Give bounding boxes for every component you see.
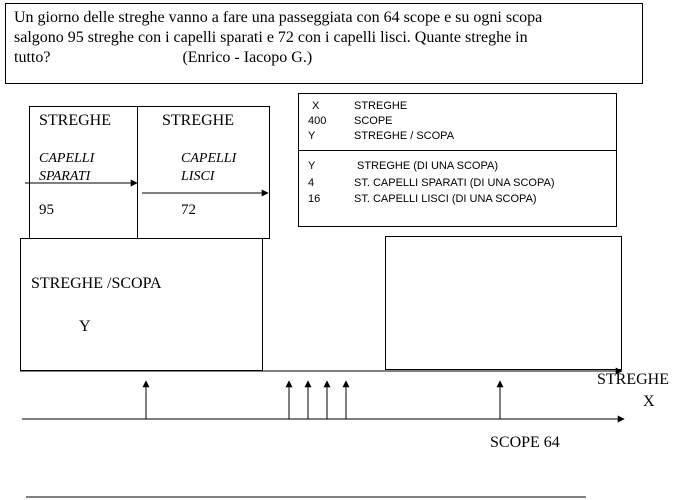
- streghe-scopa-label: STREGHE /SCOPA: [31, 275, 162, 292]
- problem-statement: Un giorno delle streghe vanno a fare una…: [5, 3, 643, 84]
- problem-line-3-text: tutto?: [14, 49, 51, 66]
- col1-sub-line1: CAPELLI: [39, 151, 95, 166]
- col2-sub-line2: LISCI: [181, 169, 215, 184]
- streghe-scopa-box: [20, 238, 263, 371]
- result-box: [385, 236, 622, 370]
- legend-divider: [298, 150, 617, 151]
- legend-top-desc: SCOPE: [354, 115, 393, 127]
- legend-bottom-desc: ST. CAPELLI LISCI (DI UNA SCOPA): [354, 193, 537, 205]
- legend-bottom-sym: 4: [308, 177, 315, 189]
- axis-scope-label: SCOPE 64: [490, 434, 560, 451]
- witches-table: [29, 106, 270, 239]
- col2-sub-line1: CAPELLI: [181, 151, 237, 166]
- axis-streghe-label: STREGHE: [597, 371, 669, 388]
- legend-bottom-desc: STREGHE (DI UNA SCOPA): [357, 160, 498, 172]
- legend-top-desc: STREGHE: [354, 100, 408, 112]
- col2-header: STREGHE: [162, 112, 234, 129]
- col2-value: 72: [181, 202, 196, 218]
- legend-bottom: Y STREGHE (DI UNA SCOPA) 4 ST. CAPELLI S…: [298, 159, 617, 209]
- col1-header: STREGHE: [39, 112, 111, 129]
- problem-authors: (Enrico - Iacopo G.): [182, 49, 313, 66]
- col1-value: 95: [39, 202, 54, 218]
- col1-sub-line2: SPARATI: [39, 169, 91, 184]
- legend-box: [298, 93, 617, 227]
- legend-top-sym: 400: [308, 115, 327, 127]
- problem-line-2: salgono 95 streghe con i capelli sparati…: [14, 29, 528, 46]
- axis-streghe-var: X: [643, 393, 655, 410]
- legend-top-sym: X: [312, 100, 320, 112]
- legend-bottom-sym: 16: [308, 193, 321, 205]
- legend-top-desc: STREGHE / SCOPA: [354, 130, 455, 142]
- problem-line-3: tutto? (Enrico - Iacopo G.): [14, 48, 634, 68]
- legend-top-sym: Y: [308, 130, 316, 142]
- table-divider: [137, 106, 138, 239]
- legend-bottom-desc: ST. CAPELLI SPARATI (DI UNA SCOPA): [354, 177, 555, 189]
- streghe-scopa-var: Y: [79, 318, 91, 335]
- col2-sub: CAPELLI LISCI: [181, 150, 236, 186]
- legend-top: X STREGHE 400 SCOPE Y STREGHE / SCOPA: [298, 99, 617, 145]
- legend-bottom-sym: Y: [308, 160, 316, 172]
- col1-sub: CAPELLI SPARATI: [39, 150, 94, 186]
- problem-line-1: Un giorno delle streghe vanno a fare una…: [14, 9, 543, 26]
